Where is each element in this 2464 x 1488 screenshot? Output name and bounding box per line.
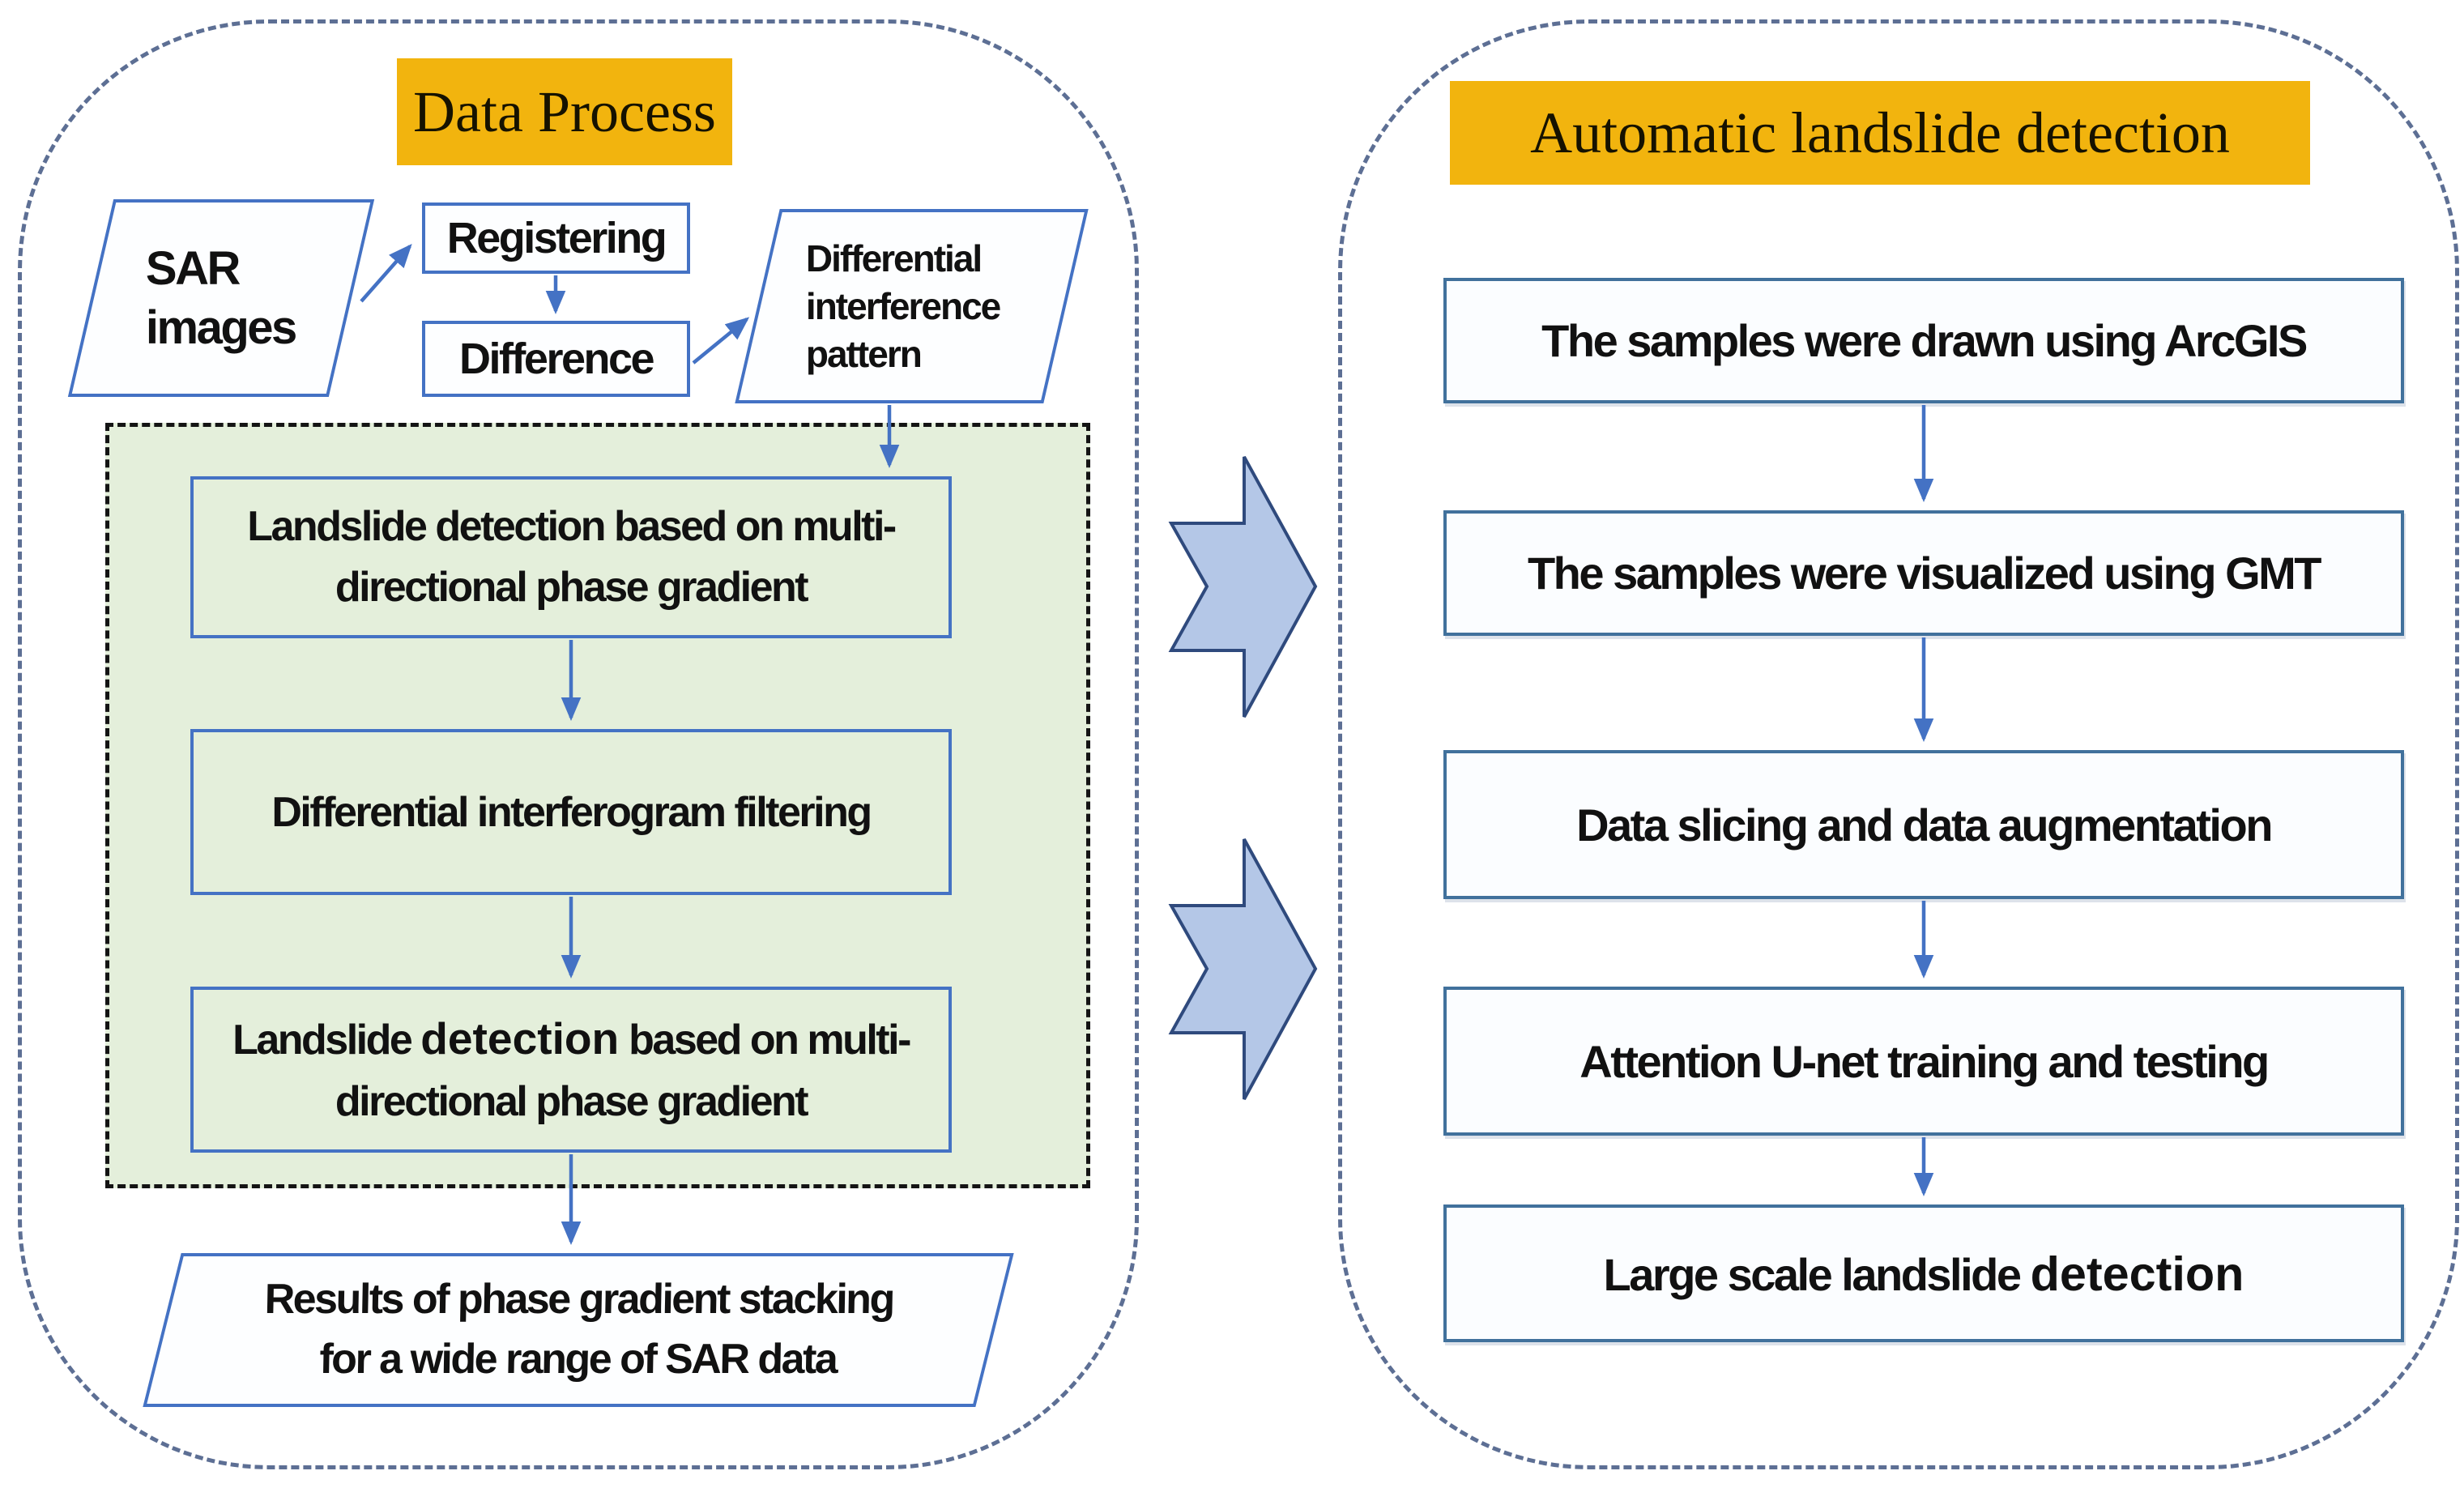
right-step-1: The samples were drawn using ArcGIS xyxy=(1443,278,2404,403)
right-step-3-label: Data slicing and data augmentation xyxy=(1576,799,2273,851)
sar-images-label: SAR images xyxy=(146,241,296,354)
results-node: Results of phase gradient stacking for a… xyxy=(143,1253,1014,1407)
auto-detection-panel xyxy=(1338,19,2459,1469)
green-step-3: Landslide detection based on multi- dire… xyxy=(190,987,952,1153)
green-step-1: Landslide detection based on multi- dire… xyxy=(190,476,952,638)
block-arrow-top-icon xyxy=(1168,456,1318,718)
sar-images-node: SAR images xyxy=(67,199,375,397)
right-step-4-label: Attention U-net training and testing xyxy=(1579,1035,2270,1087)
diff-interference-pattern-label: Differential interference pattern xyxy=(806,237,1000,375)
registering-label: Registering xyxy=(446,214,667,262)
right-step-5: Large scale landslide detection xyxy=(1443,1204,2404,1342)
green-step-2: Differential interferogram filtering xyxy=(190,729,952,895)
data-process-header-label: Data Process xyxy=(413,79,716,144)
auto-detection-header-label: Automatic landslide detection xyxy=(1530,100,2230,165)
right-step-5-label: Large scale landslide xyxy=(1603,1248,2031,1300)
green-step-2-label: Differential interferogram filtering xyxy=(271,788,872,836)
right-step-5-emphasis: detection xyxy=(2030,1246,2244,1301)
right-step-3: Data slicing and data augmentation xyxy=(1443,750,2404,899)
right-step-2: The samples were visualized using GMT xyxy=(1443,510,2404,636)
registering-node: Registering xyxy=(422,203,690,274)
difference-label: Difference xyxy=(458,335,655,383)
results-line1: Results of phase gradient stacking xyxy=(264,1276,894,1324)
auto-detection-header: Automatic landslide detection xyxy=(1450,81,2310,185)
green-step-3-emphasis: detection xyxy=(420,1013,620,1064)
green-step-3-line2: directional phase gradient xyxy=(335,1077,809,1125)
right-step-4: Attention U-net training and testing xyxy=(1443,987,2404,1136)
right-step-2-label: The samples were visualized using GMT xyxy=(1527,548,2322,599)
green-step-3-line1: Landslide detection based on multi- xyxy=(232,1013,911,1064)
difference-node: Difference xyxy=(422,321,690,397)
results-line2: for a wide range of SAR data xyxy=(318,1336,837,1383)
diff-interference-pattern-node: Differential interference pattern xyxy=(735,209,1089,403)
right-step-1-label: The samples were drawn using ArcGIS xyxy=(1541,315,2308,366)
green-step-1-line2: directional phase gradient xyxy=(335,564,809,611)
data-process-header: Data Process xyxy=(397,58,732,165)
green-step-1-line1: Landslide detection based on multi- xyxy=(247,502,897,550)
block-arrow-bottom-icon xyxy=(1168,838,1318,1100)
data-process-panel xyxy=(18,19,1139,1469)
